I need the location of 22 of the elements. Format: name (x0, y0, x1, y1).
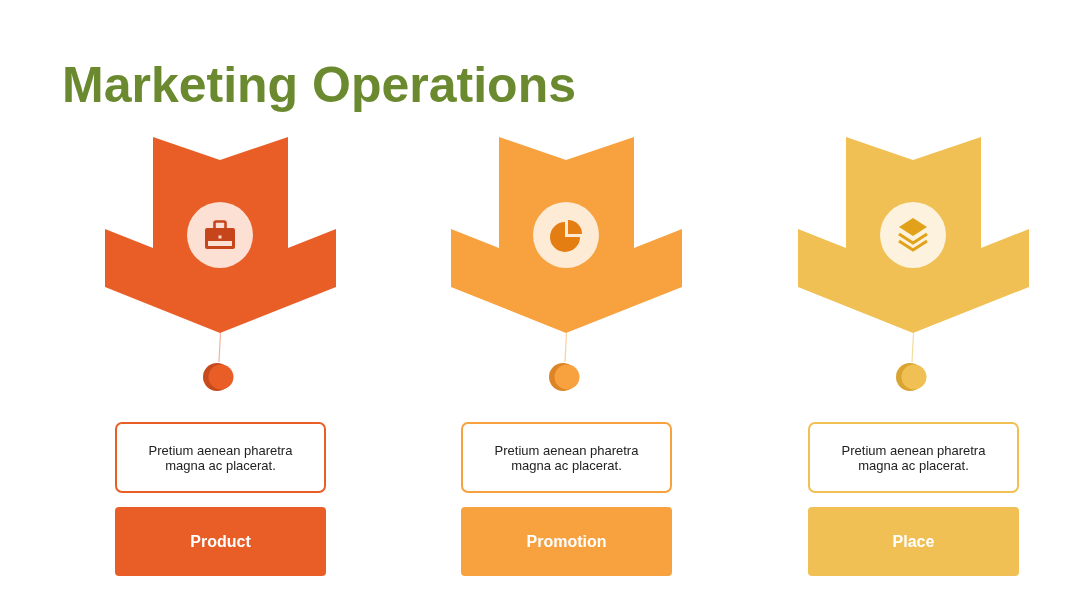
connector-line (218, 332, 222, 363)
category-label: Promotion (526, 532, 607, 551)
description-text: Pretium aenean pharetra magna ac placerat. (840, 442, 987, 473)
category-banner (115, 507, 326, 576)
dot-marker (896, 362, 928, 392)
description-card (808, 422, 1019, 493)
description-text: Pretium aenean pharetra magna ac placerat. (147, 442, 294, 473)
chevron-arrow (105, 137, 336, 333)
chevron-arrow (798, 137, 1029, 333)
category-label: Place (892, 532, 935, 551)
connector-line (911, 332, 915, 363)
category-banner (808, 507, 1019, 576)
connector-line (564, 332, 568, 363)
description-text: Pretium aenean pharetra magna ac placerat. (493, 442, 640, 473)
title: Marketing Operations (62, 60, 576, 110)
description-card (461, 422, 672, 493)
description-card (115, 422, 326, 493)
dot-marker (203, 362, 235, 392)
category-banner (461, 507, 672, 576)
dot-marker (549, 362, 581, 392)
category-label: Product (190, 532, 251, 551)
chevron-arrow (451, 137, 682, 333)
